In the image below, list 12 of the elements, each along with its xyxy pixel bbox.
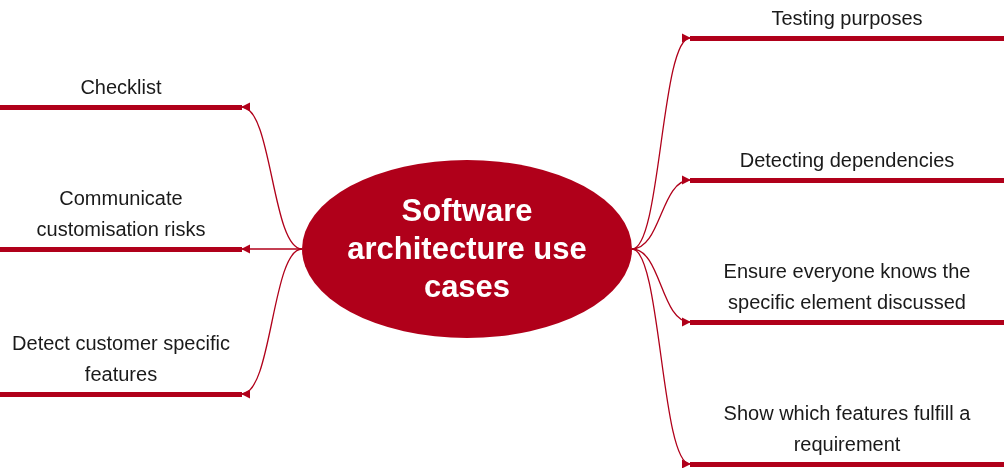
branch-topic: Detecting dependencies	[690, 142, 1004, 183]
arrow	[241, 244, 303, 254]
branch-topic: Show which features fulfill a requirement	[690, 395, 1004, 467]
central-topic-ellipse: Software architecture use cases	[302, 160, 632, 338]
branch-topic: Checklist	[0, 70, 242, 110]
branch-topic: Testing purposes	[690, 0, 1004, 41]
arrow	[631, 248, 691, 465]
arrow	[241, 248, 303, 396]
branch-topic: Ensure everyone knows the specific element discussed	[690, 253, 1004, 325]
branch-topic: Detect customer specific features	[0, 324, 242, 397]
branch-topic: Communicate customisation risks	[0, 180, 242, 252]
arrow	[631, 177, 691, 250]
